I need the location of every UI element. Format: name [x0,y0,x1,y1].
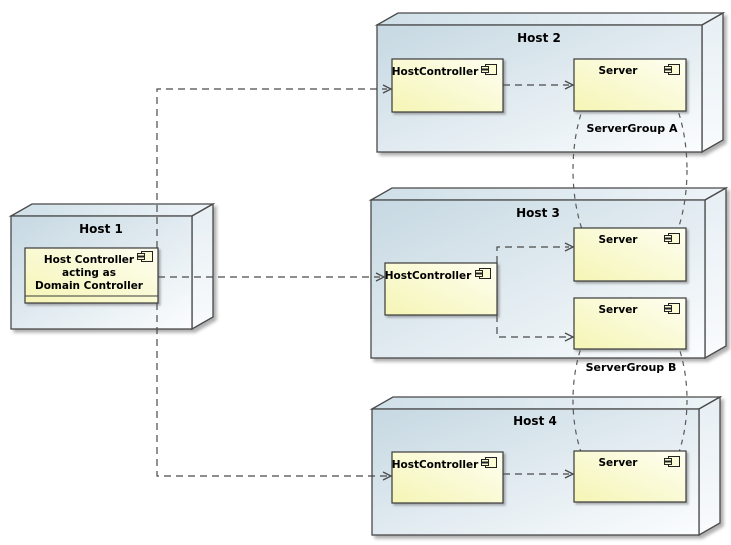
host4-hostcontroller-component: HostController [391,451,504,504]
arrowhead-host3-server-top [564,242,575,252]
component-icon [664,456,680,467]
link-host3-hc-to-server-top [496,246,569,263]
host3-server-top-component: Server [573,227,687,282]
host4-label: Host 4 [513,414,557,428]
host4-server-label: Server [598,457,638,469]
host2-hostcontroller-label: HostController [392,66,479,78]
component-icon [664,303,680,314]
arrowhead-host4 [382,471,393,481]
domain-controller-name-line1: Host Controller [44,254,135,266]
component-icon [664,64,680,75]
host3-side-face [704,186,727,360]
domain-controller-component: Host Controller acting as Domain Control… [24,247,159,304]
dependency-links [156,80,575,481]
servergroup-b-label: ServerGroup B [586,361,677,374]
host3-hostcontroller-label: HostController [385,270,472,282]
component-icon [664,233,680,244]
host4-top-face [369,396,723,410]
host2-server-component: Server [573,58,687,112]
host3-server-top-label: Server [598,234,638,246]
host1-side-face [191,202,214,331]
host3-top-face [368,187,729,201]
host4-hostcontroller-label: HostController [392,459,479,471]
host4-server-component: Server [573,450,687,503]
host2-hostcontroller-component: HostController [391,58,504,113]
host1-top-face [8,203,216,217]
component-icon [475,268,491,279]
component-icon [137,251,153,262]
host2-server-label: Server [598,65,638,77]
domain-controller-box [24,247,159,304]
link-domaincontroller-to-host2 [156,88,387,248]
arrowhead-host2-server [564,80,575,90]
host2-label: Host 2 [517,31,561,45]
host2-top-face [374,12,726,26]
host3-label: Host 3 [516,206,560,220]
link-domaincontroller-to-host4 [156,303,387,477]
arrowhead-host3-server-bottom [564,332,575,342]
component-icon [481,64,497,75]
domain-controller-name-line2: acting as [62,267,116,279]
host2-side-face [701,11,724,154]
host4-side-face [698,395,721,537]
host1-label: Host 1 [79,222,123,236]
host3-server-bottom-component: Server [573,297,687,350]
arrowhead-host2 [382,84,393,94]
host3-hostcontroller-component: HostController [384,262,498,316]
arrowhead-host3 [375,272,386,282]
servergroup-a-label: ServerGroup A [587,122,678,135]
arrowhead-host4-server [564,469,575,479]
component-icon [481,457,497,468]
host3-server-bottom-label: Server [598,304,638,316]
domain-controller-name-line3: Domain Controller [35,280,144,292]
